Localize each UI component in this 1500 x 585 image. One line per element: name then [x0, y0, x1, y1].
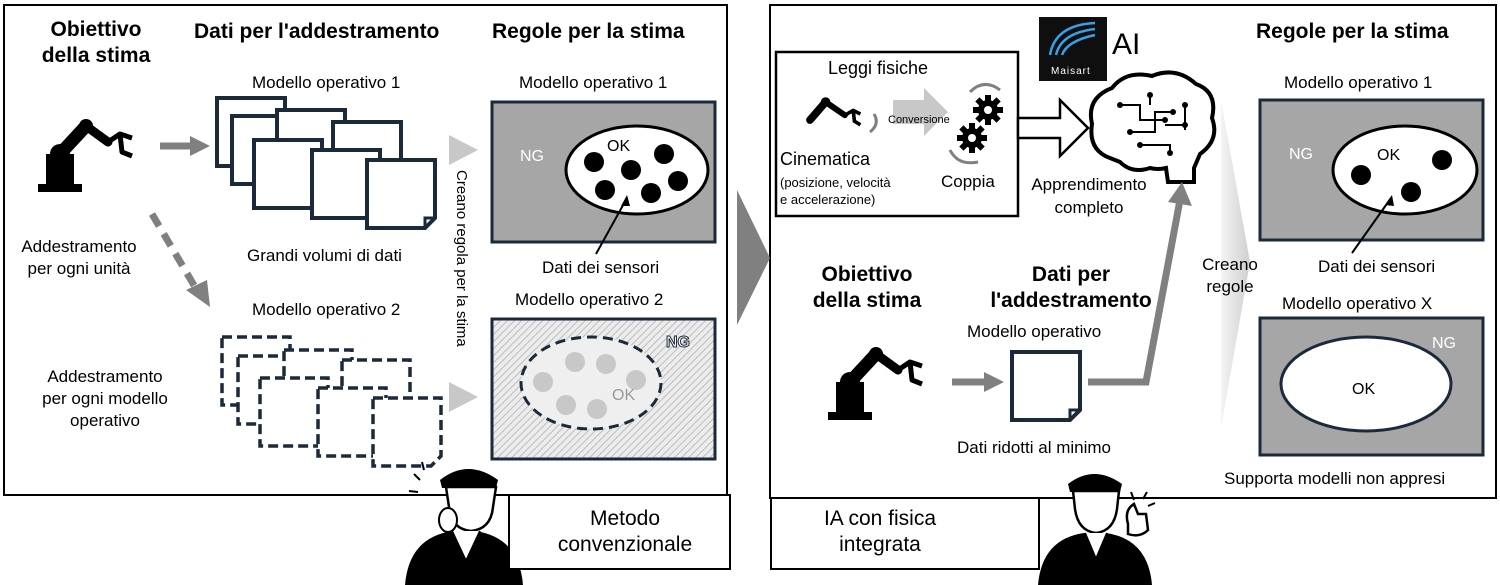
left-sensor-data-label: Dati dei sensori — [542, 258, 660, 277]
train-per-unit-label: Addestramento per ogni unità — [21, 237, 137, 278]
arrow-icon — [1088, 199, 1184, 386]
left-rules-title: Regole per la stima — [492, 20, 685, 43]
left-ok-label-1: OK — [607, 138, 631, 155]
rotation-arrow-icon — [869, 113, 878, 134]
pointer-line — [595, 197, 628, 255]
maisart-logo-text: Maisart — [1051, 66, 1091, 77]
ai-label: AI — [1112, 28, 1141, 61]
min-data-label: Dati ridotti al minimo — [957, 438, 1111, 457]
right-caption: IA con fisica integrata — [823, 507, 937, 556]
conversion-arrow — [893, 88, 948, 136]
create-rules-label: Creano regole — [1202, 255, 1258, 296]
right-ng-label-1: NG — [1289, 146, 1313, 163]
left-data-title: Dati per l'addestramento — [194, 20, 440, 43]
dashed-arrow-icon — [148, 212, 210, 307]
op-model-label: Modello operativo — [967, 322, 1102, 341]
right-sensor-data-label: Dati dei sensori — [1318, 257, 1436, 276]
left-caption: Metodo convenzionale — [557, 507, 693, 556]
arrow-icon — [449, 382, 478, 412]
left-rule1-title: Modello operativo 1 — [519, 73, 668, 92]
right-ruleX-title: Modello operativo X — [1282, 294, 1433, 313]
transition-arrow — [737, 190, 770, 325]
robot-arm-icon — [806, 97, 862, 127]
ok-region-large — [1279, 335, 1453, 433]
rotation-arrow-icon — [948, 83, 1001, 165]
create-rules-arrow — [1221, 100, 1250, 428]
arrow-icon — [449, 135, 478, 165]
left-rule2-title: Modello operativo 2 — [515, 290, 664, 309]
sensor-points-faded — [533, 352, 646, 419]
vertical-create-rule-text: Creano regola per la stima — [453, 170, 470, 347]
left-target-title: Obiettivo della stima — [41, 18, 151, 67]
ai-brain-icon — [1089, 70, 1217, 184]
arrow-icon — [952, 372, 1004, 392]
torque-label: Coppia — [941, 172, 995, 191]
data-sheet-single — [1010, 350, 1082, 422]
left-model2-data-label: Modello operativo 2 — [252, 300, 401, 319]
left-ok-label-2: OK — [612, 387, 636, 404]
physics-title: Leggi fisiche — [828, 58, 929, 78]
sensor-points — [1351, 150, 1452, 202]
maisart-swirl-icon — [1048, 21, 1096, 56]
kinematics-label: Cinematica — [780, 149, 871, 169]
right-rules-title: Regole per la stima — [1256, 20, 1449, 43]
large-volume-label: Grandi volumi di dati — [247, 246, 402, 265]
left-ng-label-1: NG — [520, 148, 544, 165]
ok-region-dashed — [519, 335, 663, 431]
caption-box-left — [508, 494, 731, 570]
worried-person-icon — [405, 461, 523, 585]
right-target-title: Obiettivo della stima — [812, 263, 922, 312]
arrow-icon — [1016, 96, 1090, 160]
left-ng-label-2: NG — [666, 334, 691, 352]
sensor-points — [584, 144, 688, 203]
caption-box-right — [770, 497, 1040, 570]
happy-person-icon — [1038, 474, 1156, 585]
pointer-line — [1351, 197, 1392, 254]
right-ok-label-1: OK — [1377, 147, 1401, 164]
arrow-icon — [160, 136, 210, 156]
right-data-title: Dati per l'addestramento — [990, 263, 1152, 312]
left-model1-data-label: Modello operativo 1 — [252, 73, 401, 92]
conversion-label: Conversione — [888, 114, 950, 126]
kinematics-detail: (posizione, velocità e accelerazione) — [780, 175, 891, 207]
train-per-model-label: Addestramento per ogni modello operativo — [42, 367, 168, 430]
unlearned-models-label: Supporta modelli non appresi — [1224, 469, 1446, 488]
right-rule1-title: Modello operativo 1 — [1284, 73, 1433, 92]
right-ok-label-x: OK — [1352, 381, 1376, 398]
ok-region — [1331, 124, 1479, 216]
right-ng-label-x: NG — [1432, 335, 1456, 352]
full-learning-label: Apprendimento completo — [1031, 175, 1147, 217]
